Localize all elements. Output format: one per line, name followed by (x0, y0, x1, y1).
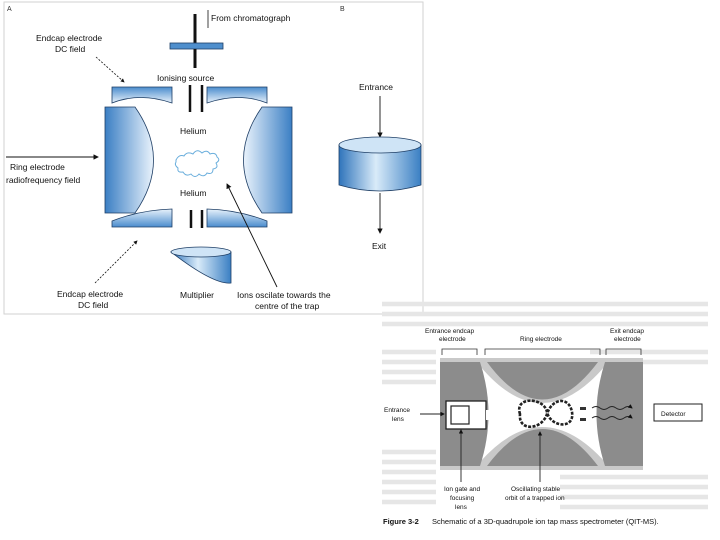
endcap-top-arrow (95, 56, 125, 83)
entrance-lens-label-line2: lens (392, 416, 405, 423)
ring-electrode-label-line1: Ring electrode (10, 162, 65, 172)
endcap-bottom-arrow (94, 240, 138, 284)
exit-slit-2 (580, 418, 586, 421)
endcap-bottom-label-line1: Endcap electrode (57, 289, 123, 299)
inlet-flange (169, 42, 224, 50)
ring-electrode-right (243, 106, 293, 214)
endcap-top-label-line2: DC field (55, 44, 86, 54)
trap-cylinder-top (338, 136, 422, 154)
bracket-entrance-endcap (441, 348, 478, 355)
entrance-label: Entrance (359, 82, 393, 92)
focusing-lens (450, 405, 470, 425)
exit-endcap-label-line2: electrode (614, 336, 641, 343)
ion-beam-1 (591, 404, 633, 410)
ionising-source-label: Ionising source (157, 73, 214, 83)
bottom-endcap-right (206, 208, 268, 228)
endcap-top-label-line1: Endcap electrode (36, 33, 102, 43)
panel-label-b: B (340, 6, 345, 13)
exit-endcap-electrode (596, 362, 643, 466)
oscillating-label-line2: orbit of a trapped ion (505, 495, 565, 502)
bracket-exit-endcap (605, 348, 642, 355)
entrance-lens-label-line1: Entrance (384, 407, 410, 414)
ring-electrode-label-line2: radiofrequency field (6, 175, 80, 185)
helium-top-label: Helium (180, 126, 206, 136)
helium-bottom-label: Helium (180, 188, 206, 198)
ions-oscillate-arrow (226, 183, 278, 288)
exit-endcap-label-line1: Exit endcap (610, 328, 644, 335)
ion-cloud (174, 150, 220, 177)
multiplier-label: Multiplier (180, 290, 214, 300)
figure-a-b: A B From chromatograph Endcap electrode … (3, 1, 424, 315)
exit-slit-1 (580, 407, 586, 410)
multiplier-top (170, 246, 232, 258)
caption-number: Figure 3-2 (383, 517, 419, 526)
trap-cavity (445, 366, 640, 462)
detector-label: Detector (661, 411, 686, 418)
bottom-endcap-left (111, 208, 173, 228)
ring-electrode-bottom (487, 429, 598, 466)
top-endcap-left (111, 86, 173, 104)
ion-gate-label-line2: focusing (450, 495, 475, 502)
ions-label-line2: centre of the trap (255, 301, 320, 311)
faded-background-text (382, 301, 708, 510)
entrance-endcap-label-line2: electrode (439, 336, 466, 343)
detector-box (653, 403, 703, 422)
ring-electrode-c-label: Ring electrode (520, 336, 562, 343)
endcap-bottom-label-line2: DC field (78, 300, 109, 310)
oscillating-label-line1: Oscillating stable (511, 486, 561, 493)
gate-channel (486, 410, 504, 420)
top-endcap-right (206, 86, 268, 104)
from-chromatograph-label: From chromatograph (211, 13, 291, 23)
panel-label-a: A (7, 6, 12, 13)
ring-electrode-top (487, 362, 598, 400)
ion-beam-2 (591, 414, 633, 420)
exit-label: Exit (372, 241, 387, 251)
entrance-endcap-label-line1: Entrance endcap (425, 328, 475, 335)
ions-label-line1: Ions oscilate towards the (237, 290, 331, 300)
caption-text: Schematic of a 3D-quadrupole ion tap mas… (432, 517, 659, 526)
ring-electrode-left (104, 106, 154, 214)
ion-gate-label-line3: lens (455, 504, 468, 511)
ion-orbit (517, 399, 574, 429)
figure-c: Entrance endcap electrode Ring electrode… (382, 301, 708, 526)
ion-gate-label-line1: Ion gate and (444, 486, 481, 493)
bracket-ring-electrode (484, 348, 601, 355)
trap-cylinder-body (338, 144, 422, 192)
